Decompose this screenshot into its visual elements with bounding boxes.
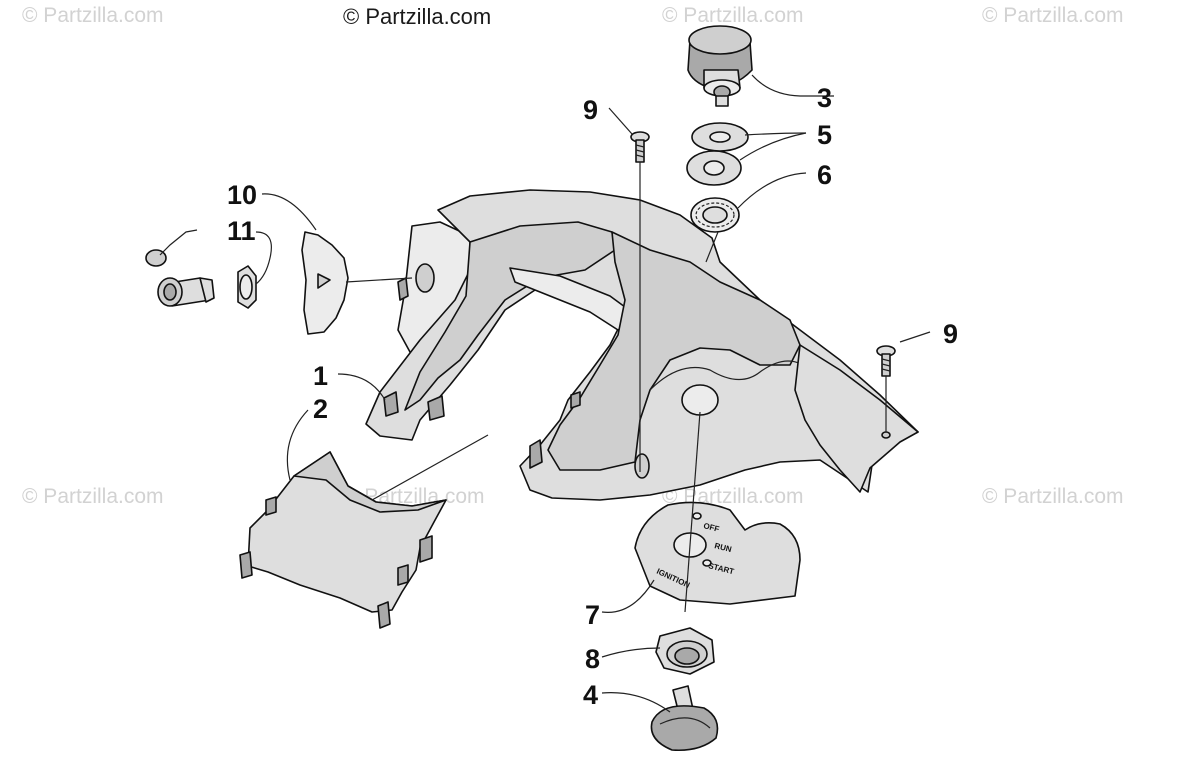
callout-8: 8 [585,644,600,674]
plate-label-run: RUN [714,541,733,554]
accessory-mount-hole [415,263,435,293]
ignition-mount-hole [681,384,719,416]
watermark-mid-right: © Partzilla.com [982,485,1124,508]
washers [686,122,749,186]
callouts: 1 2 3 4 5 6 7 8 9 9 10 11 [227,83,958,710]
ignition-plate: OFF RUN START IGNITION [634,501,801,605]
screw-hole-right [881,431,891,439]
leader-lines [159,74,931,713]
console-housing [365,189,919,501]
watermark-top-right: © Partzilla.com [982,4,1124,27]
callout-4: 4 [583,680,598,710]
callout-5: 5 [817,120,832,150]
plate-label-off: OFF [703,521,721,534]
callout-9-top: 9 [583,95,598,125]
accessory-bezel [301,231,349,335]
screw-top [630,131,650,163]
callout-11: 11 [227,216,256,246]
callout-7: 7 [585,600,600,630]
callout-1: 1 [313,361,328,391]
lock-washer [690,197,740,233]
watermark-top-center: © Partzilla.com [343,4,491,29]
outlet-nut [237,265,257,309]
ignition-key [650,685,719,752]
callout-9-right: 9 [943,319,958,349]
watermark-top-left: © Partzilla.com [22,4,164,27]
watermark-mid-left: © Partzilla.com [22,485,164,508]
watermark-top-right-center: © Partzilla.com [662,4,804,27]
screw-hole [634,453,650,479]
callout-6: 6 [817,160,832,190]
lower-panel [239,451,447,629]
ignition-switch [687,25,753,107]
callout-3: 3 [817,83,832,113]
callout-10: 10 [227,180,257,210]
screw-right [876,345,896,377]
ignition-nut [655,627,715,675]
accessory-outlet [145,249,215,307]
callout-2: 2 [313,394,328,424]
